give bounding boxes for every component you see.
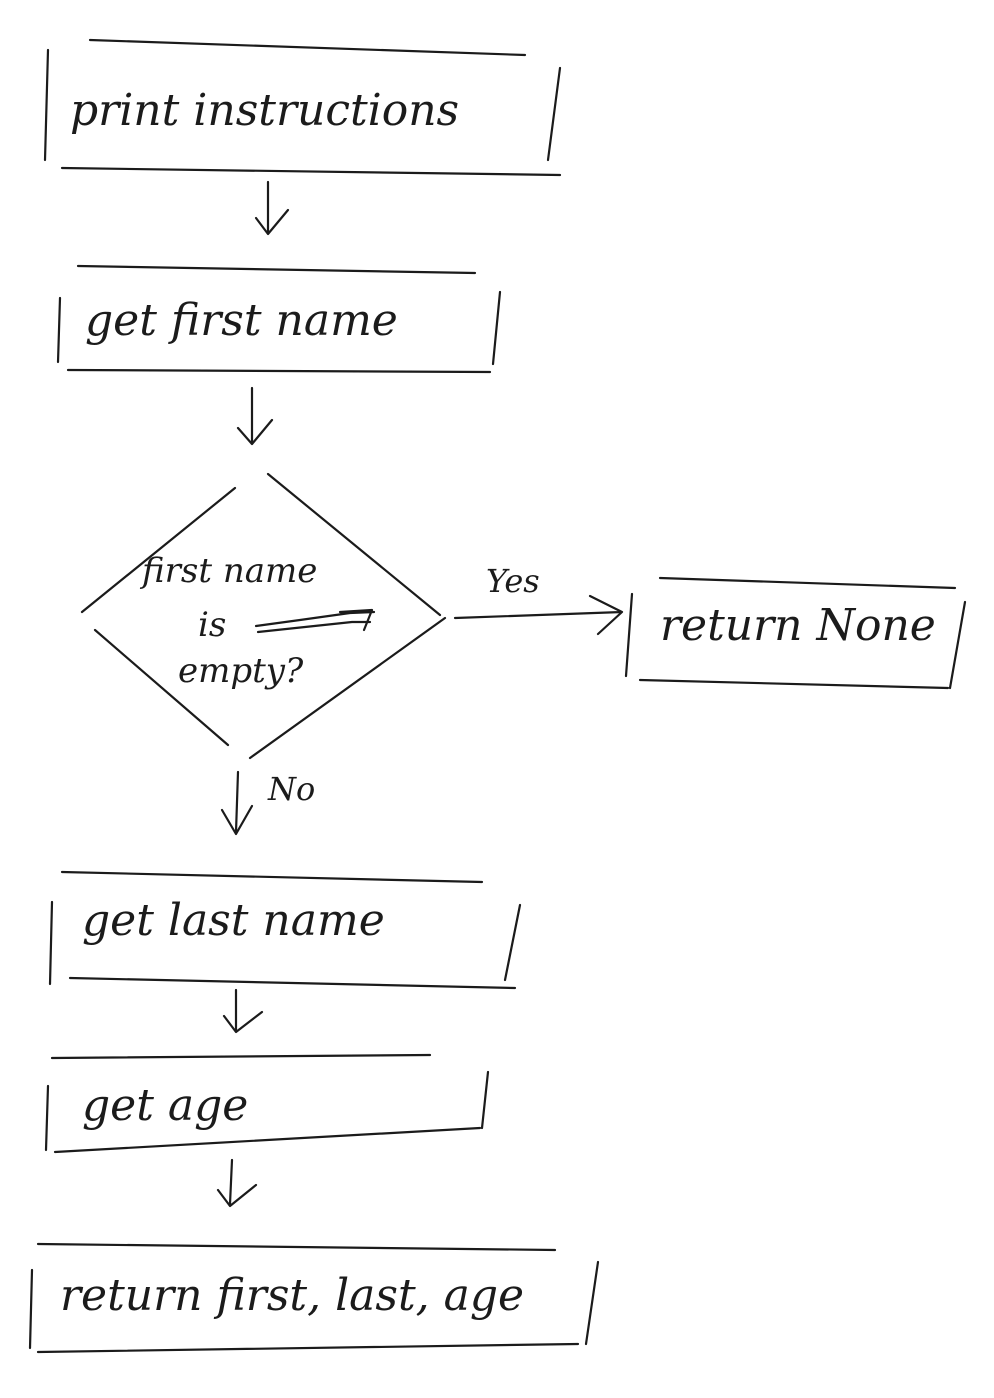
node-get-last-name-label: get last name <box>82 895 385 946</box>
node-return-all: return first, last, age <box>28 1242 600 1354</box>
edge-no-label: No <box>267 770 315 808</box>
edge-yes: Yes <box>453 562 624 636</box>
arrow-4 <box>216 1158 258 1208</box>
node-decision-label-line2: is <box>198 605 226 645</box>
scribble-mark <box>254 608 376 634</box>
arrow-1 <box>254 180 290 236</box>
node-get-first-name-border <box>56 264 502 374</box>
node-return-all-label: return first, last, age <box>60 1270 524 1321</box>
node-decision-border <box>80 472 447 760</box>
node-get-first-name: get first name <box>56 264 502 374</box>
edge-no: No <box>220 770 315 836</box>
node-return-none-label: return None <box>660 600 936 651</box>
node-decision-label-line3: empty? <box>178 651 304 691</box>
node-get-age: get age <box>44 1053 490 1154</box>
node-decision-label-line1: first name <box>139 551 317 591</box>
node-return-all-border <box>28 1242 600 1354</box>
node-print-instructions-border <box>43 38 562 177</box>
node-print-instructions: print instructions <box>43 38 562 177</box>
node-get-last-name-border <box>48 870 522 990</box>
node-get-last-name: get last name <box>48 870 522 990</box>
node-get-first-name-label: get first name <box>85 295 398 346</box>
node-decision-first-name-empty: first name is empty? <box>80 472 447 760</box>
node-get-age-border <box>44 1053 490 1154</box>
arrow-2 <box>236 386 274 446</box>
node-return-none-border <box>624 576 967 690</box>
node-print-instructions-label: print instructions <box>70 85 459 136</box>
node-return-none: return None <box>624 576 967 690</box>
edge-yes-label: Yes <box>486 562 540 600</box>
arrow-3 <box>222 988 264 1034</box>
node-get-age-label: get age <box>82 1080 248 1131</box>
